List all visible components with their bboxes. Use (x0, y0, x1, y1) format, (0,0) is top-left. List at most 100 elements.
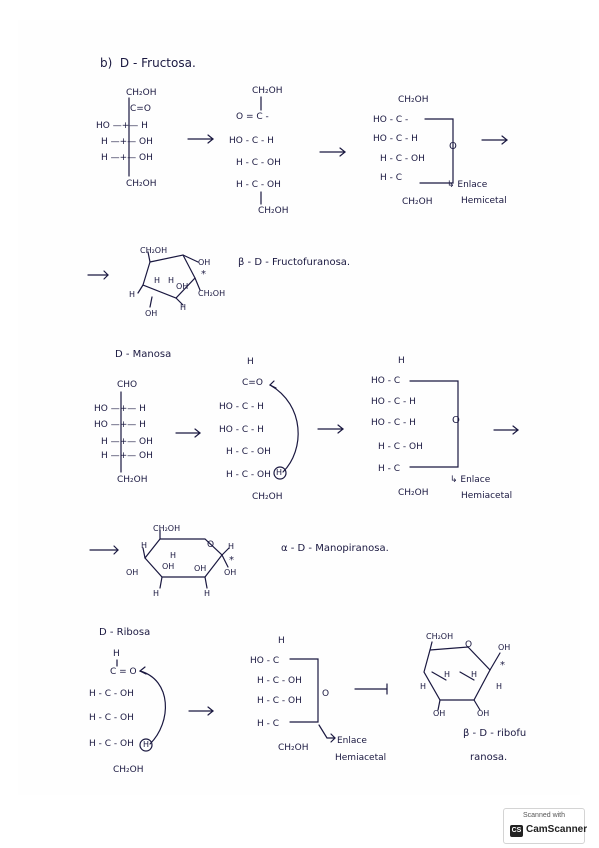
fructosa-haworth-label: H (129, 290, 136, 299)
manosa-cyclic-line: CH₂OH (398, 488, 429, 498)
fructosa-open-line: CH₂OH (252, 86, 283, 96)
fructosa-fischer-line: H —+— OH (101, 153, 153, 163)
manosa-enlace-label: ↳ Enlace (450, 475, 491, 485)
fructosa-haworth-label: CH₂OH (198, 289, 226, 298)
ribosa-cyclic-line: H - C (257, 719, 280, 729)
manosa-open-line: HO - C - H (219, 402, 264, 412)
fructosa-cyclic-line: CH₂OH (402, 197, 433, 207)
manosa-open-line: H - C - OH (226, 447, 271, 457)
ribosa-cyclic-line: CH₂OH (278, 743, 309, 753)
manosa-cyclic-line: H - C - OH (378, 442, 423, 452)
ribosa-open-line: H - C - OH (89, 739, 134, 749)
ribosa-product-name: ranosa. (470, 752, 508, 763)
ribosa-ring-oxygen: O (322, 689, 330, 699)
manosa-haworth-label: H (170, 551, 177, 560)
ribosa-cyclic-line: HO - C (250, 656, 280, 666)
manosa-cyclic-line: H (398, 356, 405, 366)
manosa-haworth-label: H (141, 541, 148, 550)
fructosa-fischer-line: C=O (130, 104, 151, 114)
fructosa-cyclic-line: H - C (380, 173, 403, 183)
fructosa-haworth-label: OH (145, 309, 158, 318)
fructosa-haworth-label: CH₂OH (140, 246, 168, 255)
fructosa-haworth-label: H (180, 303, 187, 312)
fructosa-product-name: β - D - Fructofuranosa. (238, 257, 351, 268)
fructosa-open-line: H - C - OH (236, 180, 281, 190)
ribosa-cyclic-line: H - C - OH (257, 696, 302, 706)
ribosa-open-line: H - C - OH (89, 689, 134, 699)
manosa-fischer-line: HO —+— H (94, 420, 146, 430)
fructosa-haworth-label: H (168, 276, 175, 285)
fructosa-open-line: CH₂OH (258, 206, 289, 216)
fructosa-open-line: H - C - OH (236, 158, 281, 168)
ribosa-haworth-label: H (444, 670, 451, 679)
manosa-fischer-line: H —+— OH (101, 451, 153, 461)
manosa-haworth-label: H (204, 589, 211, 598)
ribosa-cyclic-line: H - C - OH (257, 676, 302, 686)
manosa-cyclic-line: HO - C (371, 376, 401, 386)
ribosa-haworth-label: OH (477, 709, 490, 718)
ribosa-haworth-label: CH₂OH (426, 632, 454, 641)
fructosa-haworth-label: H (154, 276, 161, 285)
manosa-ring-oxygen: O (452, 415, 460, 426)
manosa-haworth-label: OH (194, 564, 207, 573)
manosa-haworth-label: H (228, 542, 235, 551)
ribosa-enlace-label: Hemiacetal (335, 753, 387, 763)
camscanner-logo-icon: CS (510, 825, 523, 837)
ribosa-haworth-label: H (496, 682, 503, 691)
badge-brand: CamScanner (526, 824, 588, 835)
ribosa-haworth-label: O (465, 640, 473, 650)
fructosa-fischer-line: CH₂OH (126, 88, 157, 98)
manosa-fischer-line: CH₂OH (117, 475, 148, 485)
ribosa-haworth-label: H (420, 682, 427, 691)
circled-hydrogen: H (143, 740, 150, 749)
manosa-cyclic-line: HO - C - H (371, 397, 416, 407)
manosa-haworth-label: O (207, 540, 215, 550)
manosa-open-line: HO - C - H (219, 425, 264, 435)
fructosa-ring-oxygen: O (449, 141, 457, 152)
manosa-open-line: H (247, 357, 254, 367)
fructosa-cyclic-line: HO - C - H (373, 134, 418, 144)
ribosa-open-line: H (113, 649, 120, 659)
ribosa-haworth-label: OH (433, 709, 446, 718)
manosa-haworth-label: CH₂OH (153, 524, 181, 533)
ribosa-haworth-label: H (471, 670, 478, 679)
ribosa-product-name: β - D - ribofu (463, 728, 527, 739)
manosa-haworth-label: OH (162, 562, 175, 571)
manosa-title: D - Manosa (115, 349, 172, 360)
fructosa-fischer-line: H —+— OH (101, 137, 153, 147)
fructosa-haworth-label: OH (198, 258, 211, 267)
ribosa-enlace-label: Enlace (337, 736, 367, 746)
manosa-cyclic-line: H - C (378, 464, 401, 474)
ribosa-title: D - Ribosa (99, 627, 151, 638)
ribosa-open-line: H - C - OH (89, 713, 134, 723)
anomeric-star: * (500, 660, 505, 671)
fructosa-open-line: O = C - (236, 112, 269, 122)
manosa-fischer-line: CHO (117, 380, 138, 390)
circled-hydrogen: H (276, 468, 283, 477)
manosa-open-line: CH₂OH (252, 492, 283, 502)
manosa-cyclic-line: HO - C - H (371, 418, 416, 428)
manosa-haworth-label: OH (126, 568, 139, 577)
fructosa-cyclic-line: HO - C - (373, 115, 409, 125)
anomeric-star: * (229, 555, 234, 566)
fructosa-open-line: HO - C - H (229, 136, 274, 146)
fructosa-cyclic-line: H - C - OH (380, 154, 425, 164)
fructosa-haworth-label: OH (176, 282, 189, 291)
ribosa-haworth-label: OH (498, 643, 511, 652)
ribosa-open-line: CH₂OH (113, 765, 144, 775)
manosa-fischer-line: HO —+— H (94, 404, 146, 414)
camscanner-badge: Scanned with CS CamScanner (503, 808, 588, 844)
fructosa-title: b) D - Fructosa. (100, 56, 196, 70)
fructosa-cyclic-line: CH₂OH (398, 95, 429, 105)
fructosa-fischer-line: CH₂OH (126, 179, 157, 189)
anomeric-star: * (201, 269, 206, 280)
fructosa-fischer-line: HO —+— H (96, 121, 148, 131)
manosa-fischer-line: H —+— OH (101, 437, 153, 447)
ribosa-open-line: C = O (110, 667, 137, 677)
manosa-open-line: H - C - OH (226, 470, 271, 480)
manosa-enlace-label: Hemiacetal (461, 491, 513, 501)
manosa-product-name: α - D - Manopiranosa. (281, 543, 389, 554)
manosa-haworth-label: H (153, 589, 160, 598)
manosa-haworth-label: OH (224, 568, 237, 577)
ribosa-cyclic-line: H (278, 636, 285, 646)
